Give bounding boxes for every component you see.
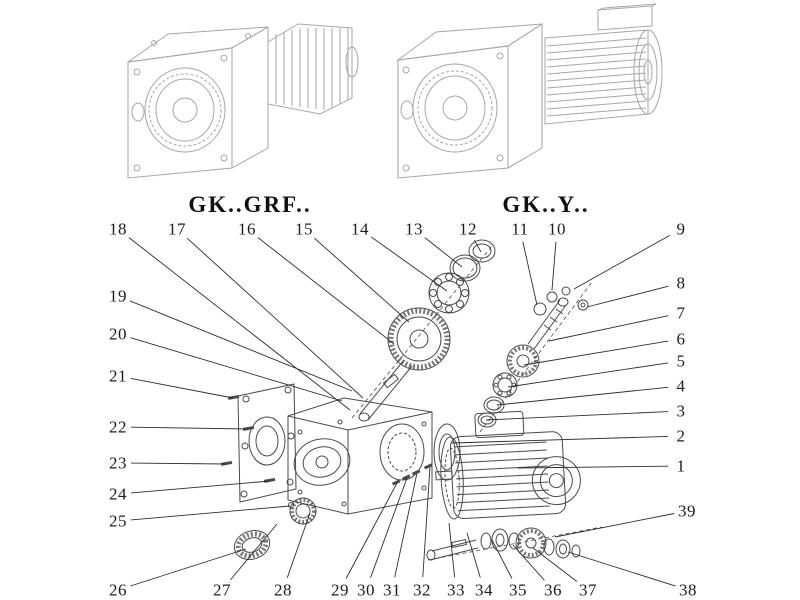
callout-9: 9	[673, 219, 689, 239]
leader-line-35	[491, 539, 513, 579]
gearbox-drawing-gky	[396, 3, 663, 179]
callout-37: 37	[576, 580, 600, 600]
flange-screws	[220, 394, 276, 483]
motor-adapter	[433, 423, 461, 481]
leader-line-37	[532, 547, 578, 583]
leader-line-17	[186, 237, 364, 399]
callout-4: 4	[673, 376, 689, 396]
seal-ring	[468, 239, 496, 263]
callout-29: 29	[328, 580, 352, 600]
adapter-screws	[391, 463, 433, 486]
callout-3: 3	[673, 401, 689, 421]
callout-1: 1	[673, 456, 689, 476]
leader-line-12	[474, 240, 482, 253]
leader-line-13	[423, 236, 463, 268]
leader-line-19	[129, 300, 353, 392]
callout-22: 22	[106, 417, 130, 437]
callout-5: 5	[673, 351, 689, 371]
flange-plate	[237, 383, 297, 503]
callout-6: 6	[673, 329, 689, 349]
callout-15: 15	[292, 219, 316, 239]
leader-line-31	[394, 472, 418, 578]
model-label-gky: GK..Y..	[502, 192, 590, 217]
leader-line-29	[345, 482, 398, 579]
output-shaft-kit	[426, 527, 581, 561]
callout-2: 2	[673, 426, 689, 446]
leader-line-7	[548, 315, 669, 342]
leader-line-32	[422, 466, 431, 578]
leader-line-25	[130, 505, 291, 521]
callout-7: 7	[673, 303, 689, 323]
callout-18: 18	[106, 219, 130, 239]
leader-line-9	[573, 235, 670, 290]
output-bearing	[428, 272, 470, 314]
leader-line-10	[551, 241, 557, 291]
leader-line-38	[567, 551, 676, 587]
leader-line-2	[451, 435, 669, 444]
output-shaft	[358, 359, 413, 422]
leader-line-28	[286, 512, 311, 578]
callout-10: 10	[545, 219, 569, 239]
leader-line-8	[586, 285, 669, 308]
callout-11: 11	[508, 219, 532, 239]
leader-line-23	[130, 462, 227, 465]
output-gear	[387, 307, 451, 371]
callout-14: 14	[348, 219, 372, 239]
leader-lines	[127, 235, 676, 587]
callout-27: 27	[210, 580, 234, 600]
leader-line-27	[229, 523, 278, 581]
leader-line-4	[496, 386, 669, 406]
callout-25: 25	[106, 511, 130, 531]
callout-33: 33	[444, 580, 468, 600]
leader-line-30	[370, 477, 408, 578]
leader-line-18	[127, 236, 351, 411]
callout-34: 34	[472, 580, 496, 600]
callout-12: 12	[456, 219, 480, 239]
leader-line-21	[130, 377, 234, 399]
callout-19: 19	[106, 286, 130, 306]
leader-line-11	[522, 241, 538, 306]
callout-35: 35	[506, 580, 530, 600]
callout-28: 28	[271, 580, 295, 600]
callout-30: 30	[354, 580, 378, 600]
leader-line-1	[517, 465, 669, 469]
callout-21: 21	[106, 366, 130, 386]
gearbox-drawing-gkgrf	[127, 23, 359, 179]
callout-17: 17	[165, 219, 189, 239]
callout-24: 24	[106, 484, 130, 504]
leader-line-3	[485, 411, 669, 421]
leader-line-16	[256, 236, 395, 345]
callout-23: 23	[106, 453, 130, 473]
snap-ring	[449, 254, 481, 282]
callout-36: 36	[541, 580, 565, 600]
callout-32: 32	[410, 580, 434, 600]
callout-13: 13	[402, 219, 426, 239]
motor	[435, 410, 581, 520]
leader-line-36	[512, 544, 545, 581]
leader-line-20	[130, 337, 343, 402]
callout-26: 26	[106, 580, 130, 600]
leader-line-14	[370, 236, 448, 292]
leader-line-24	[130, 480, 271, 494]
leader-line-5	[507, 362, 669, 388]
exploded-view	[220, 239, 603, 561]
callout-8: 8	[673, 273, 689, 293]
callout-16: 16	[235, 219, 259, 239]
model-label-gkgrf: GK..GRF..	[188, 192, 312, 217]
callout-39: 39	[675, 501, 699, 521]
callout-20: 20	[106, 324, 130, 344]
leader-line-6	[523, 340, 669, 366]
leader-line-33	[448, 522, 456, 578]
leader-line-15	[313, 237, 410, 323]
gear-housing	[287, 397, 433, 515]
leader-line-26	[130, 548, 247, 587]
leader-line-22	[130, 426, 249, 430]
leader-line-39	[554, 513, 675, 538]
leader-line-34	[466, 532, 481, 578]
axis-lines	[351, 245, 603, 561]
callout-38: 38	[676, 580, 700, 600]
callout-31: 31	[380, 580, 404, 600]
